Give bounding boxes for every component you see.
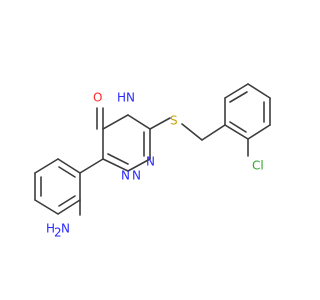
bond-an-ring-2-double	[58, 195, 76, 207]
bond-an-ring-6	[57, 158, 81, 174]
atom-label-layer: O H N S N N N Cl H 2 N	[46, 91, 264, 240]
bond-c6-aryl	[79, 158, 104, 174]
bond-n4-c3	[127, 114, 151, 130]
atom-nh2-subscript: 2	[54, 226, 62, 240]
bond-ch2-c-aryl	[201, 124, 226, 141]
atom-sulfur: S	[170, 114, 178, 128]
atom-chlorine: Cl	[252, 159, 264, 173]
bond-an-ring-6-double	[58, 166, 76, 178]
bond-cl-ring-2	[224, 83, 249, 99]
molecule-structure: O H N S N N N Cl H 2 N	[34, 83, 271, 240]
bond-n2-n1	[127, 158, 151, 172]
atom-nh-h: H	[117, 91, 126, 105]
bond-cl-ring-6-double	[229, 121, 247, 133]
bond-an-ring-3	[34, 199, 59, 215]
atom-nh2-h: H	[46, 222, 55, 236]
bond-cl-ring-3	[247, 83, 271, 99]
bond-n1-c6	[102, 158, 129, 172]
bond-s-ch2	[181, 123, 203, 141]
bond-cl-ring-2-double	[229, 91, 248, 103]
atom-nh-n: N	[126, 91, 135, 105]
bond-an-ring-2	[57, 199, 81, 215]
atom-oxygen: O	[93, 91, 102, 105]
bond-cl-ring-6	[224, 124, 249, 140]
bond-n1-c6-double	[107, 153, 129, 165]
atom-nh2-n: N	[61, 222, 70, 236]
bond-c5-n4	[102, 114, 129, 130]
bond-cl-ring-5	[247, 124, 271, 140]
atom-nitrogen-bottom-left: N	[121, 169, 130, 183]
bond-layer	[34, 83, 271, 216]
atom-nitrogen-bottom-right: N	[132, 169, 141, 183]
bond-c3-s	[149, 117, 171, 130]
bond-an-ring-5	[34, 158, 59, 174]
atom-nitrogen-top: N	[146, 155, 155, 169]
